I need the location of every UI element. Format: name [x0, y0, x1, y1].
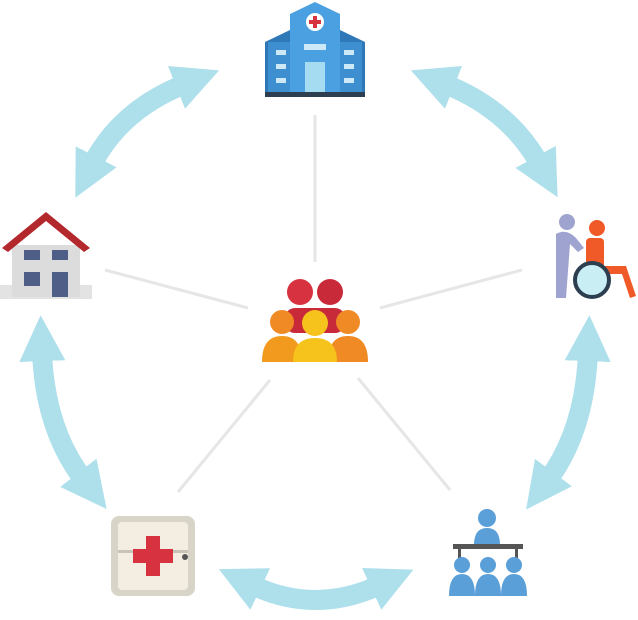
double-arrow-icon — [526, 315, 611, 510]
hospital-icon — [265, 2, 365, 97]
double-arrow-icon — [75, 66, 220, 198]
spoke-elderly — [379, 268, 523, 310]
spoke-firstaid — [176, 379, 272, 493]
meeting-group-icon — [449, 509, 527, 596]
spoke-house — [104, 268, 249, 310]
house-icon — [0, 212, 92, 299]
elderly-care-wheelchair-icon — [556, 214, 636, 299]
first-aid-kit-icon — [111, 516, 195, 596]
group-of-people-icon — [262, 279, 368, 362]
double-arrow-icon — [19, 315, 107, 510]
spokes — [104, 115, 523, 493]
double-arrow-icon — [410, 66, 558, 198]
double-arrow-icon — [218, 567, 414, 610]
spoke-meeting — [356, 377, 452, 491]
arrows — [19, 66, 611, 610]
